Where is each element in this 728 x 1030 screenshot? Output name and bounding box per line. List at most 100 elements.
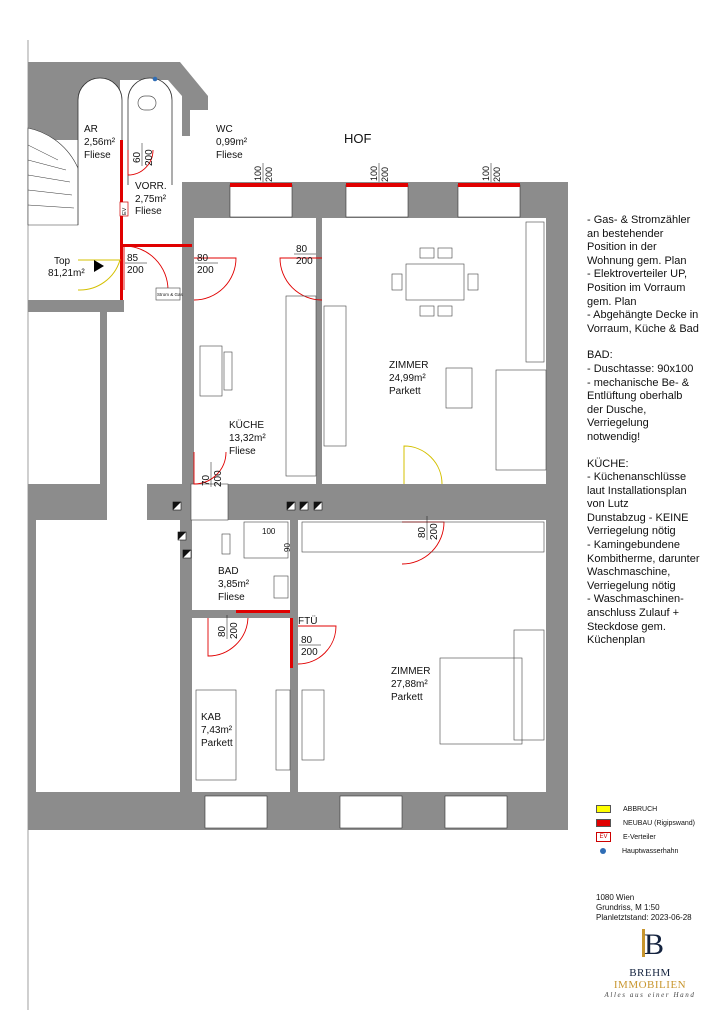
room-zimmer2-name: ZIMMER (391, 666, 430, 677)
room-zimmer2-area: 27,88m² (391, 679, 428, 690)
legend-ev-swatch: EV (596, 832, 611, 842)
meter-box-label: Strom & Gas (157, 292, 184, 297)
door-swings (123, 149, 445, 665)
dim-ftu-door-h: 200 (301, 647, 318, 658)
note-line: - Küchenanschlüsse (587, 471, 687, 484)
dim-bad-door-w: 80 (217, 625, 228, 637)
dim-zimmer2-door-w: 80 (417, 526, 428, 538)
legend-water: Hauptwasserhahn (596, 844, 695, 858)
ev-box (119, 201, 129, 217)
note-line: - Duschtasse: 90x100 (587, 362, 694, 375)
room-vorr-floor: Fliese (135, 206, 162, 217)
note-line: notwendig! (587, 430, 641, 443)
note-line: Dunstabzug - KEINE (587, 511, 689, 524)
legend-neubau-label: NEUBAU (Rigipswand) (623, 819, 695, 827)
room-wc-floor: Fliese (216, 150, 243, 161)
room-kueche-area: 13,32m² (229, 433, 266, 444)
logo-name-a: BREHM (629, 967, 671, 979)
partition-bad-zimmer (290, 520, 298, 802)
note-line (587, 445, 723, 458)
pier-2 (28, 520, 36, 802)
dim-window3-h: 200 (492, 167, 502, 182)
ar-room-outline (77, 77, 123, 225)
furniture (195, 221, 547, 781)
note-line: Verriegelung nötig (587, 579, 676, 592)
legend-neubau: NEUBAU (Rigipswand) (596, 816, 695, 830)
ftu-mark: FTÜ (298, 615, 317, 627)
note-line: Steckdose gem. (587, 620, 666, 633)
meta-date: Planletztstand: 2023-06-28 (596, 913, 692, 922)
dim-window2-h: 200 (380, 167, 390, 182)
note-line: Waschmaschine, (587, 566, 671, 579)
windows-north (229, 183, 521, 218)
note-line: BAD: (587, 349, 613, 362)
note-line: von Lutz (587, 498, 629, 511)
pier-1 (100, 312, 107, 484)
room-ar-name: AR (84, 124, 98, 135)
door-dimension-labels: 60 200 85 200 80 200 80 200 70 200 80 20… (125, 143, 440, 658)
note-line: - Abgehängte Decke in (587, 309, 699, 322)
walls (28, 62, 568, 830)
note-line: Vorraum, Küche & Bad (587, 322, 699, 335)
room-kab-floor: Parkett (201, 738, 233, 749)
company-logo: B BREHM IMMOBILIEN Alles aus einer Hand (598, 926, 702, 999)
partition-bad-kab (192, 610, 290, 618)
dim-zimmer1-door-w: 80 (296, 244, 308, 255)
room-vorr-area: 2,75m² (135, 194, 167, 205)
entry-arrow-icon (94, 260, 104, 272)
logo-tagline: Alles aus einer Hand (604, 991, 696, 999)
note-line: - mechanische Be- & (587, 376, 690, 389)
dim-kitchen-door-h: 200 (197, 265, 214, 276)
corridor-opening-left (107, 484, 147, 520)
room-wc-area: 0,99m² (216, 137, 248, 148)
wc-room-outline (127, 77, 173, 185)
dim-window1-h: 200 (264, 167, 274, 182)
room-kab-name: KAB (201, 712, 221, 723)
ev-mark: EV (122, 207, 128, 215)
dim-bad-door-h: 200 (229, 622, 240, 639)
dim-zimmer1-door-h: 200 (296, 256, 313, 267)
room-kueche-name: KÜCHE (229, 419, 264, 431)
neubau-walls (120, 140, 293, 668)
note-line: Position im Vorraum (587, 281, 686, 294)
water-valve-marker (152, 76, 158, 82)
legend-neubau-swatch (596, 819, 611, 827)
wc-toilet (137, 95, 157, 111)
room-kueche-floor: Fliese (229, 446, 256, 457)
dim-entry-door-w: 85 (127, 253, 139, 264)
dim-window2-w: 100 (369, 166, 379, 181)
partition-bad-west (180, 520, 192, 802)
legend-abbruch: ABBRUCH (596, 802, 695, 816)
legend: ABBRUCH NEUBAU (Rigipswand) EV E-Verteil… (596, 802, 695, 858)
apartment-top-label: Top (54, 256, 71, 267)
note-line: Kombitherme, darunter (587, 552, 700, 565)
legend-water-label: Hauptwasserhahn (622, 847, 679, 855)
logo-name-b: IMMOBILIEN (613, 979, 687, 991)
room-ar-area: 2,56m² (84, 137, 116, 148)
note-line: Küchenplan (587, 634, 646, 647)
note-line: - Kamingebundene (587, 539, 680, 552)
logo-letter: B (644, 928, 664, 960)
entry-door-swing (77, 259, 121, 291)
corridor-markers (172, 501, 323, 559)
partition-vorr-kueche (182, 218, 194, 484)
meter-box (155, 287, 181, 301)
window-dimension-labels: 100 200 100 200 100 200 (253, 163, 502, 182)
dim-kitchen-door-w: 80 (197, 253, 209, 264)
note-line: der Dusche, (587, 403, 647, 416)
dim-wc-door-w: 60 (132, 151, 143, 163)
dim-kitchen-bottom-door-h: 200 (213, 470, 224, 487)
note-line: laut Installationsplan (587, 484, 687, 497)
room-zimmer1-name: ZIMMER (389, 360, 428, 371)
room-zimmer1-area: 24,99m² (389, 373, 426, 384)
dim-window3-w: 100 (481, 166, 491, 181)
dim-kitchen-bottom-door-w: 70 (201, 474, 212, 486)
dim-entry-door-h: 200 (127, 265, 144, 276)
legend-ev-label: E-Verteiler (623, 833, 656, 841)
note-line: Verriegelung (587, 417, 649, 430)
note-line (587, 336, 723, 349)
logo-name: BREHM IMMOBILIEN (598, 967, 702, 991)
legend-abbruch-label: ABBRUCH (623, 805, 658, 813)
